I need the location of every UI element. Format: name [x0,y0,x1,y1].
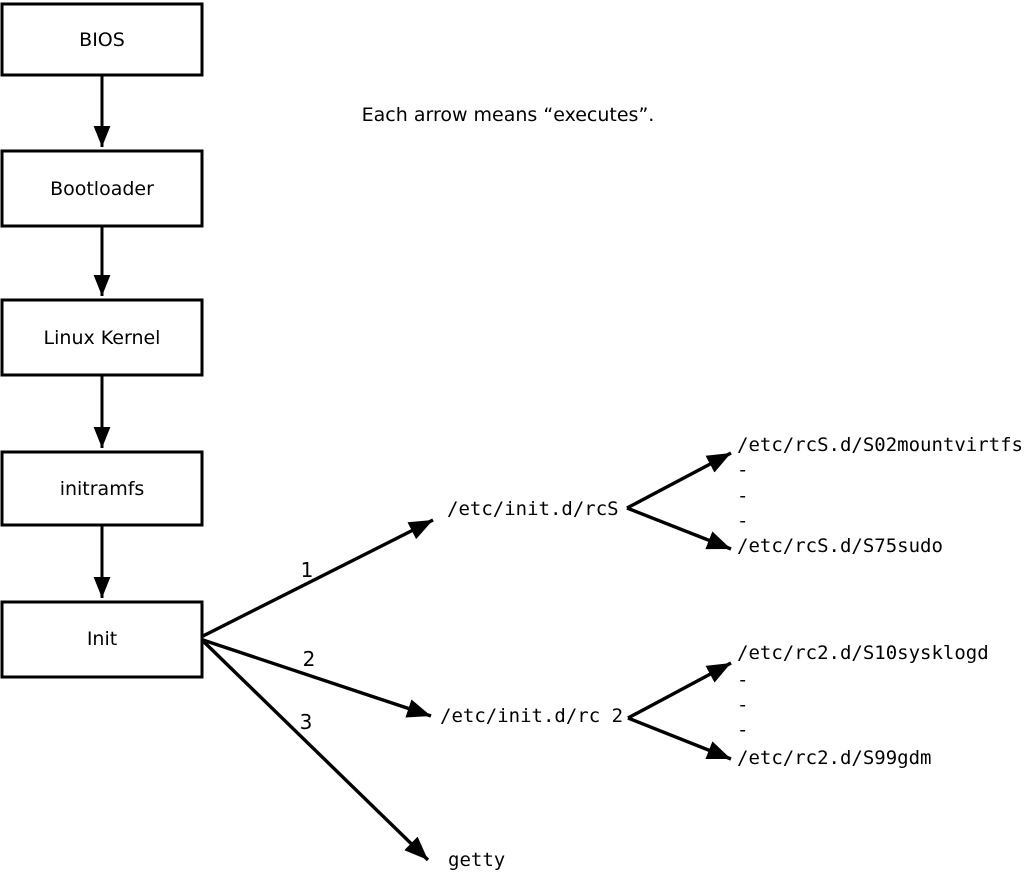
arrow-init-to-rcs [202,518,434,638]
init-label: Init [87,628,117,650]
ellipsis-dash: - [737,694,748,716]
script-s75sudo-label: /etc/rcS.d/S75sudo [737,535,943,557]
script-s10sysklogd-label: /etc/rc2.d/S10sysklogd [737,642,989,664]
ellipsis-dash: - [737,510,748,532]
arrow-init-to-rc2 [202,638,432,718]
bootloader-box [0,149,204,228]
bios-label: BIOS [79,29,125,51]
rcs-target-label: /etc/init.d/rcS [447,498,619,520]
arrow-rcs-to-s75sudo [626,506,732,551]
ellipsis-dash: - [737,485,748,507]
rc2-target-label: /etc/init.d/rc 2 [440,705,623,727]
ellipsis-dash: - [737,669,748,691]
bios-box [0,2,204,77]
init-box [0,600,204,679]
arrow-rc2-to-s99gdm [627,716,732,761]
note-arrow-meaning: Each arrow means “executes”. [362,104,655,126]
getty-target-label: getty [448,849,505,871]
branch-number-1: 1 [301,558,314,582]
script-s99gdm-label: /etc/rc2.d/S99gdm [737,747,931,769]
branch-number-2: 2 [303,647,316,671]
initramfs-label: initramfs [60,478,145,500]
ellipsis-dash: - [737,459,748,481]
script-s02mountvirtfs-label: /etc/rcS.d/S02mountvirtfs [737,434,1023,456]
arrow-rcs-to-s02mountvirtfs [626,451,732,510]
arrow-rc2-to-s10sysklogd [627,661,732,720]
bootloader-label: Bootloader [50,178,154,200]
linux-kernel-label: Linux Kernel [44,327,161,349]
initramfs-box [0,450,204,527]
arrow-init-to-getty [201,639,430,862]
branch-number-3: 3 [300,710,313,734]
ellipsis-dash: - [737,719,748,741]
